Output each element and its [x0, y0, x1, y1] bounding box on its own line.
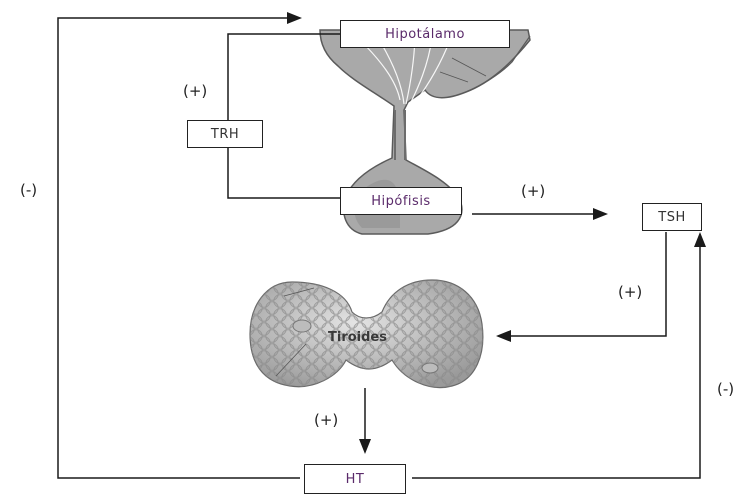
sign-positive-tsh-thyroid: (+): [618, 283, 642, 301]
pituitary-label: Hipófisis: [371, 194, 430, 209]
tsh-label: TSH: [658, 210, 685, 225]
negative-feedback-line-left: [58, 18, 300, 478]
ht-box: HT: [304, 464, 406, 494]
ht-label: HT: [346, 472, 365, 487]
sign-positive-thyroid-ht: (+): [314, 411, 338, 429]
arrowhead-to-ht: [359, 439, 371, 454]
hypothalamus-label: Hipotálamo: [385, 27, 465, 42]
hypothalamus-box: Hipotálamo: [340, 20, 510, 48]
tsh-to-thyroid-line: [510, 232, 666, 336]
tsh-box: TSH: [642, 203, 702, 231]
arrowheads: [287, 12, 706, 454]
arrowhead-right-top: [287, 12, 302, 24]
arrowhead-to-thyroid: [496, 330, 511, 342]
thyroid-label: Tiroides: [328, 330, 387, 345]
arrowhead-to-tsh: [593, 208, 608, 220]
pituitary-box: Hipófisis: [340, 187, 462, 215]
trh-pathway-line: [228, 34, 340, 198]
trh-box: TRH: [187, 120, 263, 148]
sign-positive-trh: (+): [183, 82, 207, 100]
trh-label: TRH: [211, 127, 239, 142]
arrowhead-up-tsh: [694, 232, 706, 247]
sign-negative-left: (-): [20, 181, 37, 199]
sign-negative-right: (-): [717, 380, 734, 398]
sign-positive-pituitary-tsh: (+): [521, 182, 545, 200]
